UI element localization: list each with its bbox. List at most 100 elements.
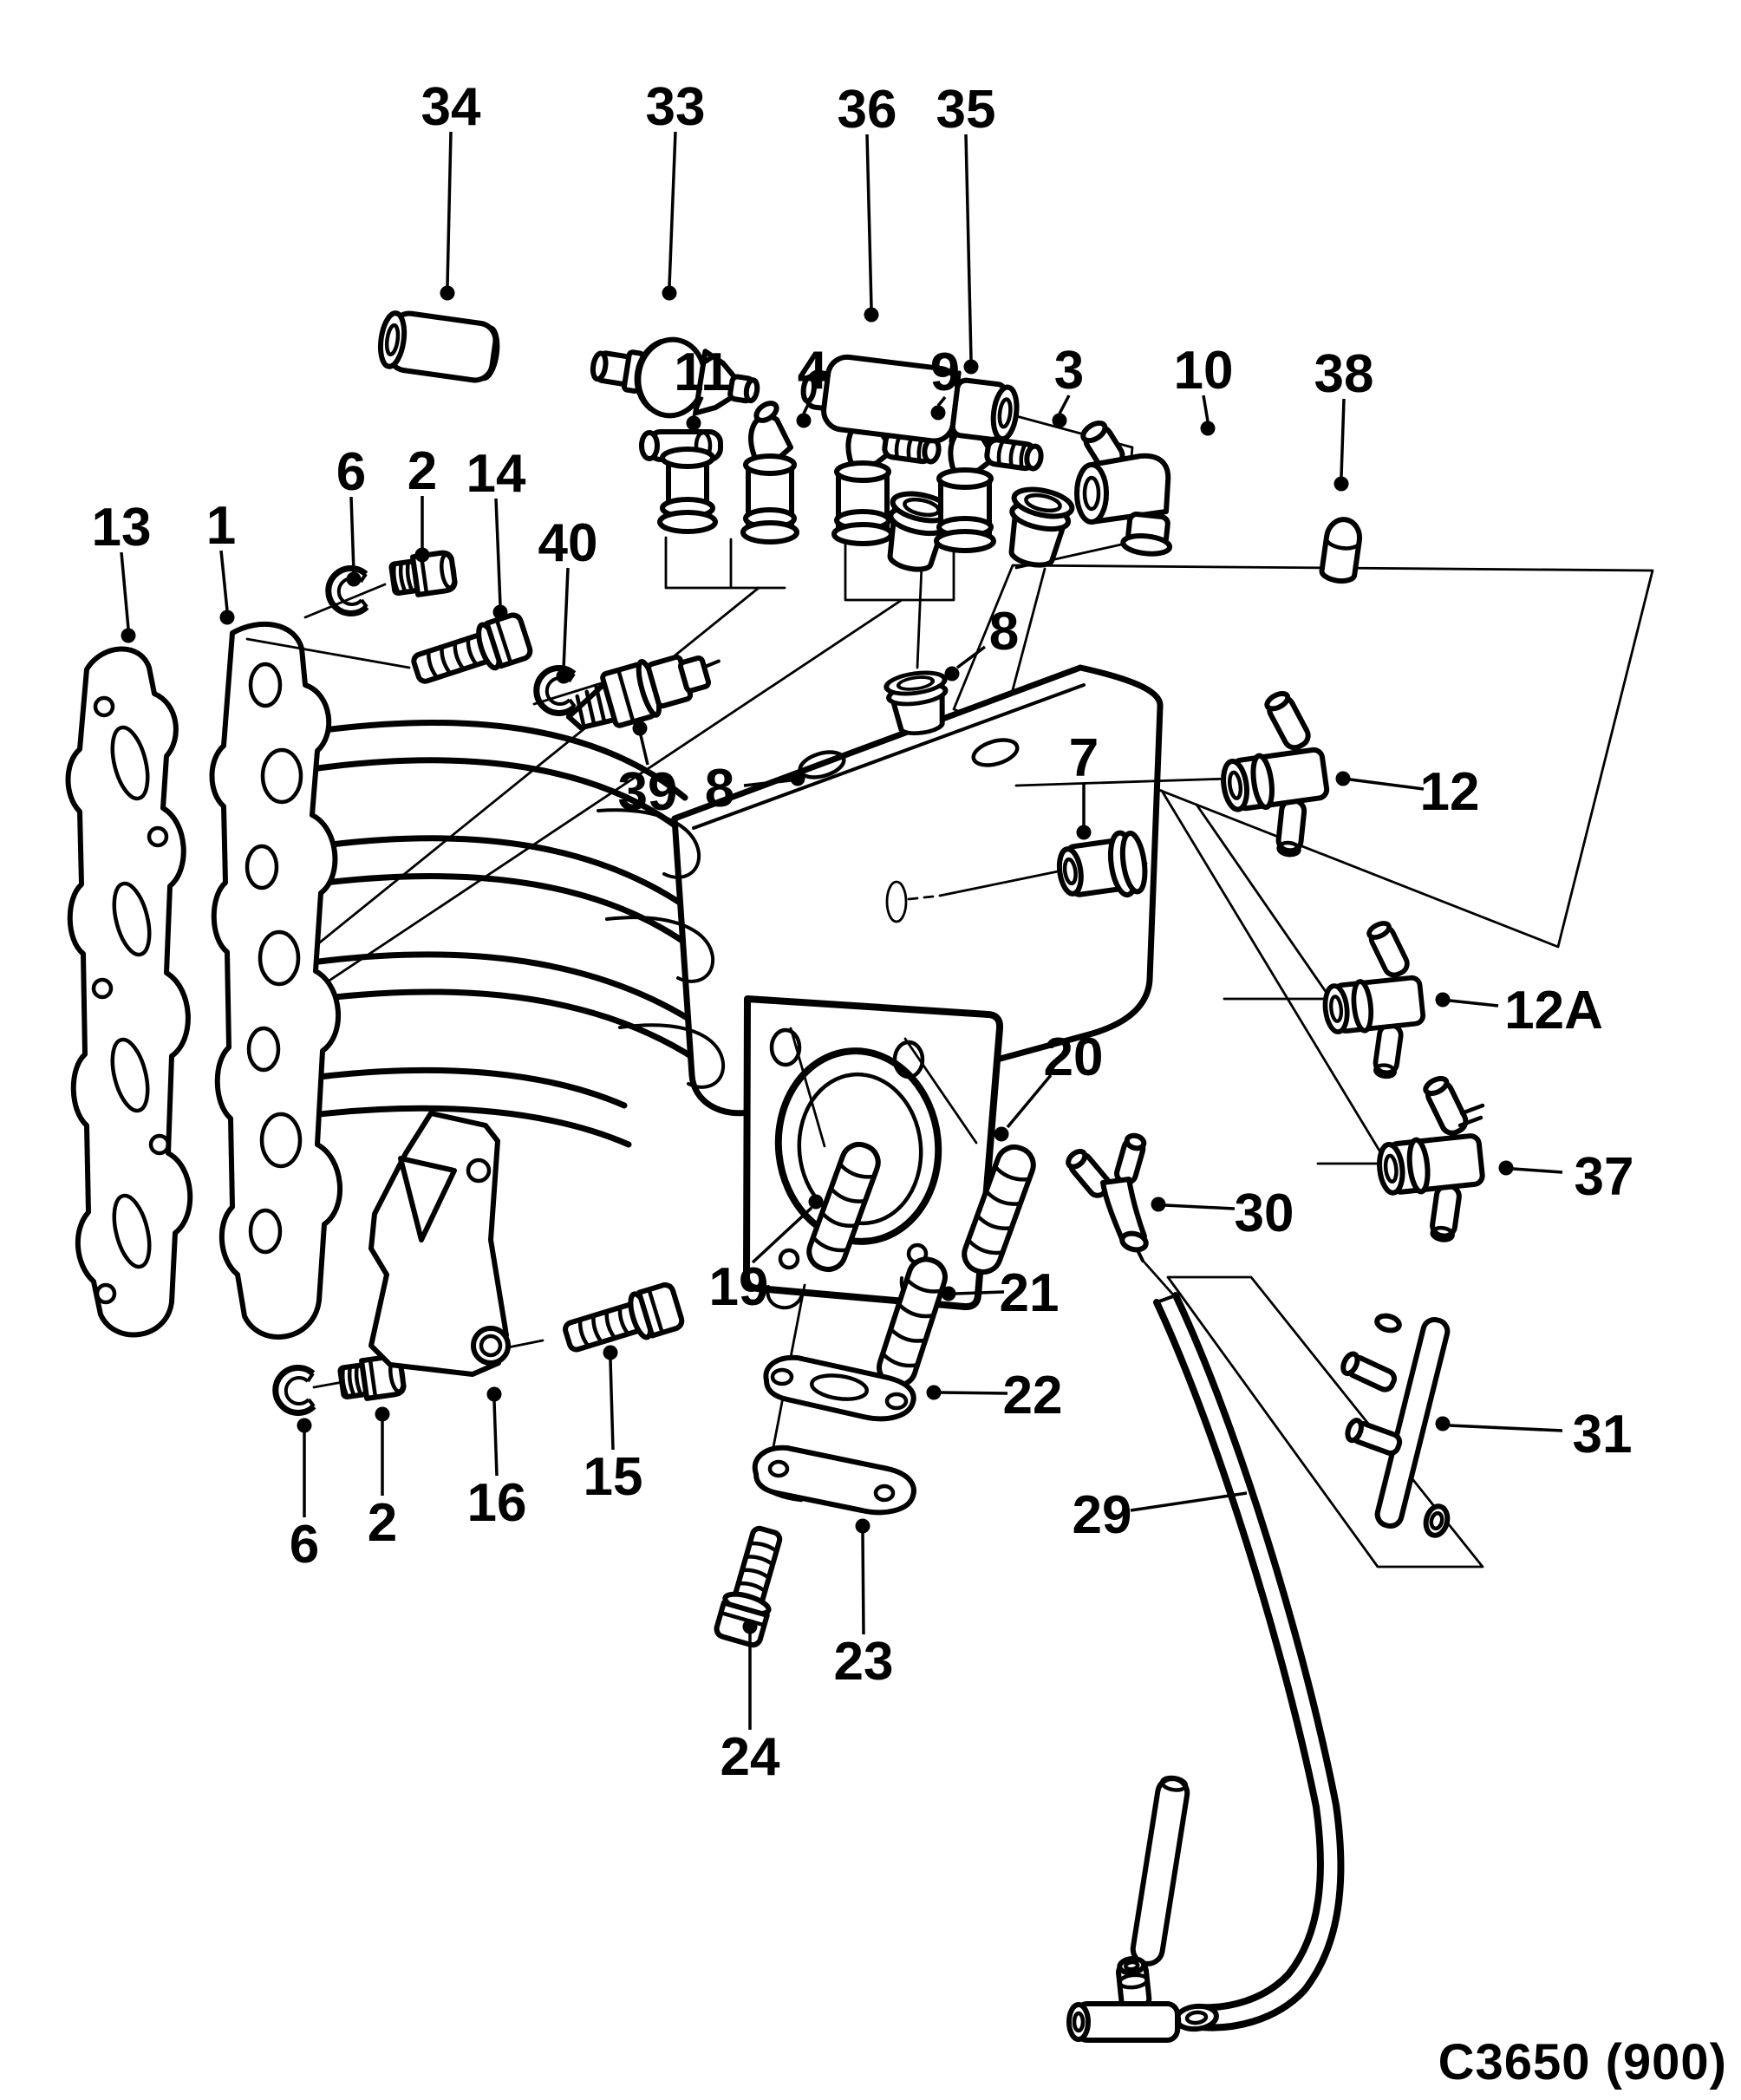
callout-label-8-18: 8 bbox=[989, 602, 1019, 662]
part-tube bbox=[1130, 1775, 1190, 1966]
part-hose-34 bbox=[377, 310, 500, 383]
callout-dot-6-34 bbox=[297, 1418, 312, 1433]
callout-dot-3-7 bbox=[1052, 413, 1067, 428]
part-cover-plate-23 bbox=[752, 1445, 916, 1516]
callout-dot-36-2 bbox=[864, 307, 879, 323]
part-branch-pipe-31 bbox=[1340, 1313, 1451, 1538]
part-gasket-13 bbox=[65, 646, 193, 1338]
callout-label-2-11: 2 bbox=[408, 441, 437, 501]
callout-dot-9-6 bbox=[930, 405, 946, 421]
callout-dot-13-14 bbox=[121, 628, 136, 643]
callout-label-39-16: 39 bbox=[618, 762, 678, 822]
callout-leader-19-25 bbox=[751, 1206, 813, 1264]
callout-label-14-12: 14 bbox=[466, 444, 526, 504]
part-fitting-11 bbox=[639, 429, 723, 534]
callout-dot-8-17 bbox=[790, 771, 805, 786]
part-washer-6-bottom bbox=[276, 1367, 314, 1412]
leader-panel-31 bbox=[1166, 1275, 1484, 1568]
callout-dot-37-22 bbox=[1498, 1160, 1514, 1176]
part-hose-29 bbox=[1153, 1292, 1345, 2032]
callout-label-34-0: 34 bbox=[421, 77, 481, 137]
bracket-fittings-left bbox=[274, 536, 786, 980]
part-elbow-10 bbox=[1074, 421, 1173, 557]
callout-leader-9-6 bbox=[936, 395, 947, 408]
callout-leader-31-31 bbox=[1449, 1424, 1563, 1432]
callout-leader-35-3 bbox=[964, 134, 973, 361]
callout-leader-11-4 bbox=[692, 396, 704, 417]
part-temp-sensor-39 bbox=[565, 654, 721, 731]
callout-leader-1-15 bbox=[219, 550, 229, 611]
callout-leader-10-8 bbox=[1202, 395, 1210, 422]
callout-dot-7-19 bbox=[1076, 825, 1092, 840]
callout-label-13-14: 13 bbox=[92, 498, 152, 558]
callout-label-31-31: 31 bbox=[1573, 1405, 1633, 1464]
callout-dot-23-28 bbox=[855, 1518, 870, 1534]
callout-dot-19-25 bbox=[808, 1194, 824, 1210]
callout-leader-23-28 bbox=[861, 1532, 865, 1635]
callout-label-22-27: 22 bbox=[1003, 1366, 1063, 1425]
callout-label-15-33: 15 bbox=[584, 1447, 643, 1507]
callout-leader-12-20 bbox=[1349, 778, 1425, 791]
callout-label-24-29: 24 bbox=[721, 1727, 780, 1787]
callout-dot-2-35 bbox=[375, 1406, 390, 1422]
callout-label-20-24: 20 bbox=[1044, 1027, 1104, 1087]
callout-label-6-10: 6 bbox=[336, 442, 366, 502]
callout-leader-29-30 bbox=[1130, 1491, 1248, 1512]
callout-dot-14-12 bbox=[492, 604, 508, 620]
callout-leader-8-17 bbox=[743, 779, 792, 787]
callout-dot-2-11 bbox=[414, 547, 430, 563]
callout-dot-11-4 bbox=[686, 415, 701, 431]
callout-dot-10-8 bbox=[1200, 421, 1216, 436]
callout-dot-38-9 bbox=[1333, 476, 1349, 492]
leader-lines-12a-37 bbox=[1160, 789, 1389, 1165]
callout-label-16-32: 16 bbox=[467, 1473, 527, 1533]
callout-label-12-20: 12 bbox=[1420, 762, 1480, 822]
callout-label-1-15: 1 bbox=[206, 496, 236, 556]
callout-leader-37-22 bbox=[1512, 1167, 1563, 1174]
callout-label-36-2: 36 bbox=[838, 80, 897, 140]
part-valve-36-35 bbox=[800, 354, 1020, 444]
callout-label-12A-21: 12A bbox=[1504, 981, 1603, 1040]
callout-dot-8-18 bbox=[944, 666, 960, 682]
callout-label-8-17: 8 bbox=[705, 759, 734, 818]
callout-label-37-22: 37 bbox=[1575, 1147, 1634, 1207]
callout-dot-31-31 bbox=[1435, 1416, 1451, 1432]
callout-dot-1-15 bbox=[219, 610, 235, 625]
callout-leader-8-18 bbox=[955, 645, 987, 669]
callout-dot-40-13 bbox=[556, 668, 571, 684]
callout-label-10-8: 10 bbox=[1174, 341, 1234, 401]
part-grommet-8-installed bbox=[885, 669, 952, 737]
part-bolt-14 bbox=[409, 613, 532, 691]
callout-dot-22-27 bbox=[926, 1385, 942, 1400]
callout-dot-34-0 bbox=[440, 285, 455, 301]
leader-panel-right bbox=[952, 564, 1654, 949]
callout-leader-30-23 bbox=[1164, 1203, 1236, 1210]
runner-tubes bbox=[302, 720, 710, 1148]
part-tee-connector bbox=[1066, 1956, 1182, 2043]
callout-leader-3-7 bbox=[1058, 395, 1071, 414]
part-manifold-flange-1 bbox=[209, 621, 343, 1340]
callout-label-3-7: 3 bbox=[1054, 341, 1084, 401]
part-tee-37 bbox=[1371, 1073, 1489, 1249]
callout-label-6-34: 6 bbox=[290, 1515, 319, 1575]
callout-leader-39-16 bbox=[639, 734, 649, 766]
part-bracket-16 bbox=[368, 1111, 511, 1377]
callout-leader-15-33 bbox=[609, 1359, 615, 1451]
callout-dot-30-23 bbox=[1151, 1197, 1166, 1212]
callout-label-30-23: 30 bbox=[1235, 1184, 1294, 1243]
callout-leader-38-9 bbox=[1340, 398, 1346, 478]
part-bolt-15 bbox=[561, 1283, 683, 1360]
callout-label-4-5: 4 bbox=[798, 341, 828, 401]
callout-label-29-30: 29 bbox=[1073, 1485, 1132, 1545]
callout-dot-39-16 bbox=[632, 721, 648, 736]
part-valve-33 bbox=[590, 336, 760, 419]
callout-label-21-26: 21 bbox=[1000, 1263, 1060, 1323]
callout-leader-6-10 bbox=[349, 496, 355, 573]
part-wye-30 bbox=[1066, 1132, 1149, 1262]
part-washer-6-top bbox=[329, 568, 367, 613]
callout-leader-12A-21 bbox=[1449, 999, 1499, 1008]
callout-dot-16-32 bbox=[486, 1386, 502, 1402]
callout-label-2-35: 2 bbox=[368, 1493, 397, 1553]
callout-label-35-3: 35 bbox=[936, 80, 996, 140]
